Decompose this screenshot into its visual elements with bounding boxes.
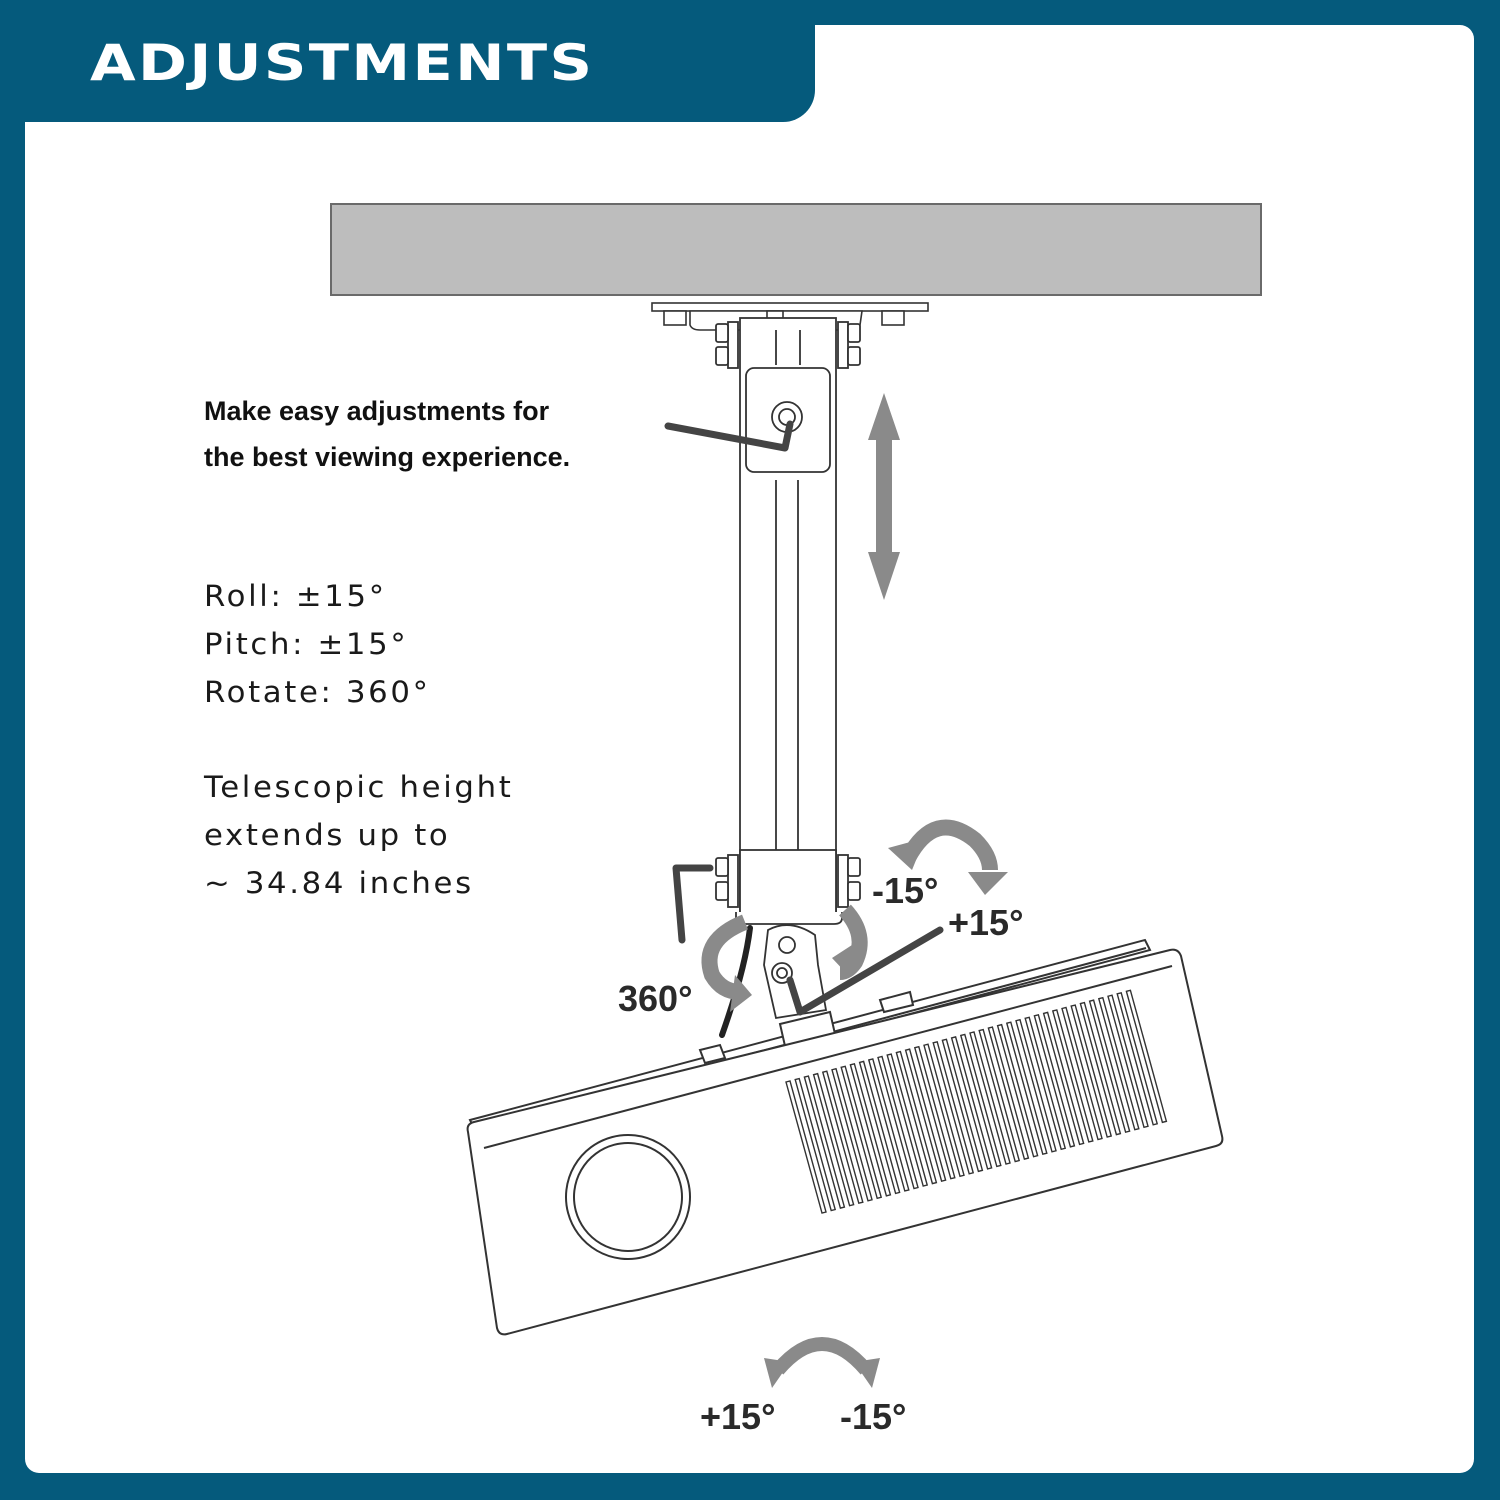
tagline: Make easy adjustments for the best viewi…	[204, 388, 570, 480]
ceiling-slab	[330, 203, 1262, 296]
spec-roll: Roll: ±15°	[204, 579, 387, 613]
roll-minus-label: -15°	[840, 1396, 907, 1437]
pitch-plus-label: +15°	[948, 902, 1024, 943]
spec-rotate: Rotate: 360°	[204, 675, 431, 709]
roll-plus-label: +15°	[700, 1396, 776, 1437]
page-title: ADJUSTMENTS	[90, 34, 595, 92]
tagline-line-2: the best viewing experience.	[204, 442, 571, 472]
telescopic-pole	[715, 317, 861, 1020]
spec-telescopic-1: Telescopic height	[204, 770, 514, 804]
spec-telescopic-2: extends up to	[204, 818, 451, 852]
rotate-label: 360°	[618, 978, 693, 1019]
header-banner: ADJUSTMENTS	[0, 0, 815, 122]
pitch-minus-label: -15°	[872, 870, 939, 911]
arc-double-arrow-icon	[772, 1337, 872, 1375]
projector-vent	[785, 989, 1168, 1214]
tagline-line-1: Make easy adjustments for	[204, 396, 550, 426]
vertical-double-arrow-icon	[868, 393, 900, 600]
hex-key-icon	[664, 420, 944, 1016]
spec-list: Roll: ±15° Pitch: ±15° Rotate: 360° Tele…	[204, 572, 513, 907]
spec-pitch: Pitch: ±15°	[204, 627, 409, 661]
curved-double-arrow-icon	[900, 819, 998, 871]
spec-telescopic-3: ~ 34.84 inches	[204, 866, 474, 900]
